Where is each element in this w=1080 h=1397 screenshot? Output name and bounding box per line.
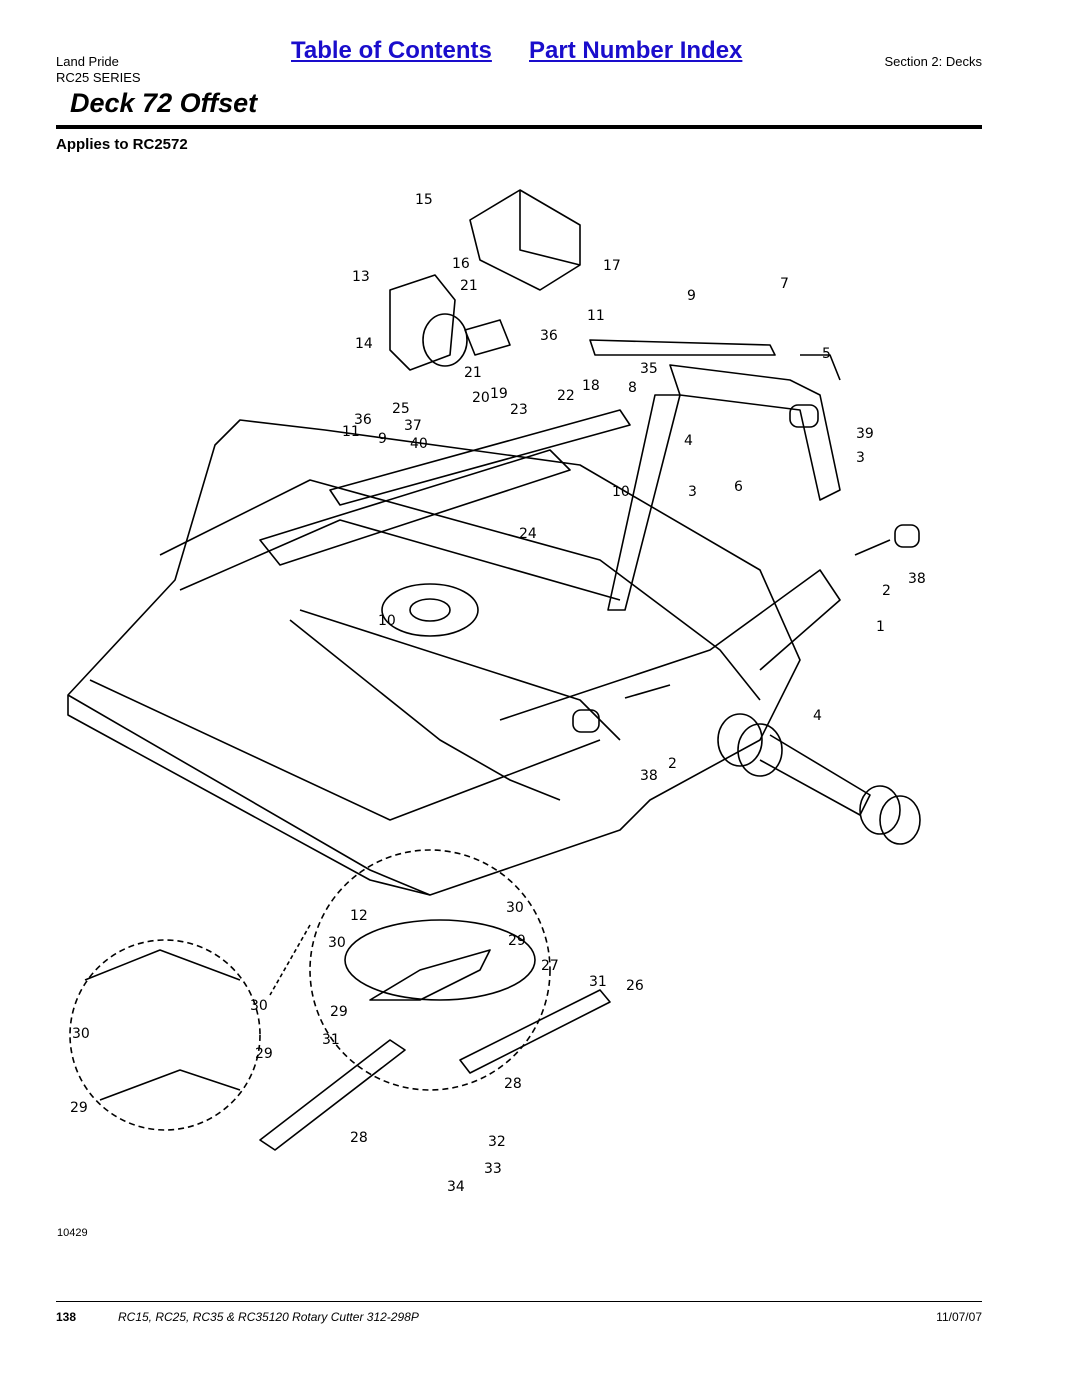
callout-20: 23 — [510, 402, 528, 418]
callout-21: 36 — [354, 412, 372, 428]
callout-22: 37 — [404, 418, 422, 434]
deck-body — [67, 419, 801, 896]
callout-8: 11 — [587, 308, 605, 324]
callout-3: 17 — [603, 258, 621, 274]
page-number: 138 — [56, 1310, 77, 1324]
callout-labels: 15 16 17 13 21 7 9 11 36 14 5 35 21 20 1… — [70, 192, 926, 1195]
header-divider — [56, 125, 982, 129]
callout-57: 34 — [447, 1179, 465, 1195]
inset-detail-circle — [69, 939, 261, 1131]
gearbox-shield — [469, 189, 581, 291]
gearbox — [389, 274, 456, 371]
callout-35: 10 — [378, 613, 396, 629]
callout-54: 28 — [350, 1130, 368, 1146]
callout-24: 9 — [378, 431, 387, 447]
callout-34: 38 — [908, 571, 926, 587]
a-frame-tongue — [329, 409, 631, 506]
callout-28: 3 — [856, 450, 865, 466]
callout-29: 10 — [612, 484, 630, 500]
callout-9: 36 — [540, 328, 558, 344]
callout-19: 25 — [392, 401, 410, 417]
doc-title: RC15, RC25, RC35 & RC35120 Rotary Cutter — [118, 1310, 364, 1324]
callout-41: 30 — [506, 900, 524, 916]
deck-frame — [159, 479, 761, 701]
callout-37: 4 — [813, 708, 822, 724]
part-number-index-link[interactable]: Part Number Index — [529, 37, 743, 64]
footer-divider — [56, 1301, 982, 1302]
callout-23: 11 — [342, 424, 360, 440]
callout-25: 40 — [410, 436, 428, 452]
callout-14: 20 — [472, 390, 490, 406]
callout-48: 29 — [330, 1004, 348, 1020]
brand-label: Land Pride — [56, 54, 119, 69]
callout-7: 9 — [687, 288, 696, 304]
callout-16: 22 — [557, 388, 575, 404]
callout-43: 29 — [508, 933, 526, 949]
callout-49: 31 — [322, 1032, 340, 1048]
callout-55: 32 — [488, 1134, 506, 1150]
blade-detail-circle — [309, 849, 551, 1091]
callout-6: 7 — [780, 276, 789, 292]
figure-code: 10429 — [57, 1227, 88, 1239]
table-of-contents-link[interactable]: Table of Contents — [291, 37, 492, 64]
callout-44: 27 — [541, 958, 559, 974]
callout-31: 6 — [734, 479, 743, 495]
blade-carrier — [344, 919, 536, 1001]
hitch-mast — [607, 394, 681, 611]
callout-40: 12 — [350, 908, 368, 924]
doc-number: 312-298P — [366, 1310, 419, 1324]
callout-53: 28 — [504, 1076, 522, 1092]
callout-47: 30 — [250, 998, 268, 1014]
callout-30: 3 — [688, 484, 697, 500]
series-label: RC25 SERIES — [56, 70, 141, 85]
callout-38: 38 — [640, 768, 658, 784]
callout-39: 2 — [668, 756, 677, 772]
section-label: Section 2: Decks — [884, 54, 982, 69]
callout-1: 15 — [415, 192, 433, 208]
callout-26: 39 — [856, 426, 874, 442]
callout-32: 24 — [519, 526, 537, 542]
callout-46: 26 — [626, 978, 644, 994]
footer-date: 11/07/07 — [936, 1310, 982, 1324]
left-blade — [259, 1039, 406, 1151]
parts-diagram: 15 16 17 13 21 7 9 11 36 14 5 35 21 20 1… — [67, 189, 926, 1195]
callout-33: 2 — [882, 583, 891, 599]
callout-36: 1 — [876, 619, 885, 635]
right-blade — [459, 989, 611, 1074]
center-hub-plate — [381, 583, 479, 637]
callout-45: 31 — [589, 974, 607, 990]
callout-27: 4 — [684, 433, 693, 449]
callout-5: 21 — [460, 278, 478, 294]
page-title: Deck 72 Offset — [70, 88, 258, 118]
callout-18: 8 — [628, 380, 637, 396]
pto-driveline — [717, 713, 921, 845]
callout-15: 19 — [490, 386, 508, 402]
callout-42: 30 — [328, 935, 346, 951]
callout-2: 16 — [452, 256, 470, 272]
callout-12: 35 — [640, 361, 658, 377]
callout-56: 33 — [484, 1161, 502, 1177]
callout-50: 30 — [72, 1026, 90, 1042]
callout-13: 21 — [464, 365, 482, 381]
callout-51: 29 — [255, 1046, 273, 1062]
callout-11: 5 — [822, 346, 831, 362]
footer-doc-info: RC15, RC25, RC35 & RC35120 Rotary Cutter… — [118, 1310, 419, 1324]
callout-10: 14 — [355, 336, 373, 352]
callout-52: 29 — [70, 1100, 88, 1116]
callout-17: 18 — [582, 378, 600, 394]
callout-4: 13 — [352, 269, 370, 285]
applies-to-label: Applies to RC2572 — [56, 136, 188, 153]
